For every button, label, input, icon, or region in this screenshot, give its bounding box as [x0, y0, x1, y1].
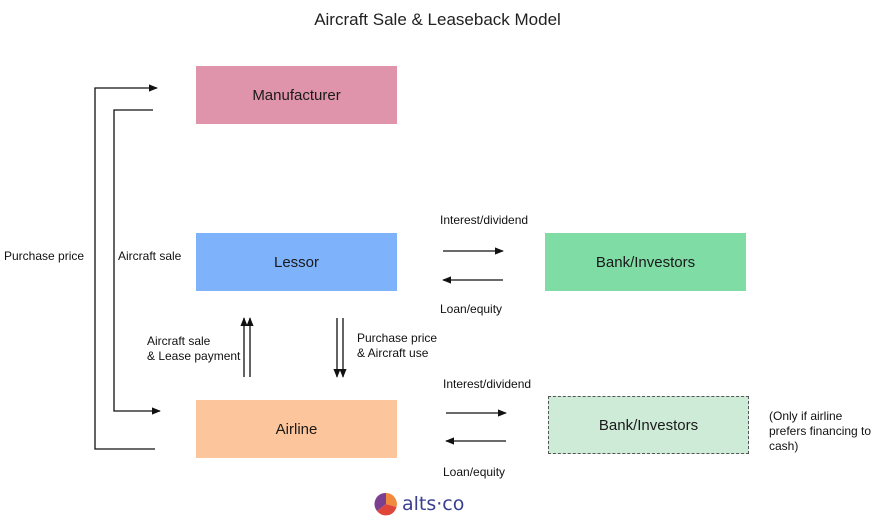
purchase-price-use-label: Purchase price & Aircraft use	[357, 331, 437, 361]
airline-label: Airline	[275, 420, 318, 438]
lessor-box: Lessor	[196, 233, 397, 291]
loan-equity-top-label: Loan/equity	[440, 302, 503, 316]
aircraft-sale-lease-line-1: Aircraft sale	[147, 334, 211, 348]
altsco-logo: alts·co	[374, 492, 464, 516]
altsco-logo-icon	[374, 492, 397, 516]
lessor-label: Lessor	[273, 253, 320, 271]
bank-investors-airline-box: Bank/Investors	[548, 396, 749, 454]
bank-investors-lessor-label: Bank/Investors	[595, 253, 696, 271]
interest-dividend-top-label: Interest/dividend	[440, 213, 529, 227]
bank-investors-airline-label: Bank/Investors	[598, 416, 699, 434]
airline-box: Airline	[196, 400, 397, 458]
purchase-price-use-line-2: & Aircraft use	[357, 346, 429, 360]
diagram-title: Aircraft Sale & Leaseback Model	[314, 10, 561, 29]
purchase-price-outer-label: Purchase price	[4, 249, 85, 263]
manufacturer-box: Manufacturer	[196, 66, 397, 124]
aircraft-sale-lease-label: Aircraft sale & Lease payment	[147, 334, 240, 364]
aircraft-sale-lease-line-2: & Lease payment	[147, 349, 241, 363]
purchase-price-outer-line	[94, 84, 158, 450]
aircraft-sale-inner-line	[113, 109, 161, 415]
purchase-price-use-line-1: Purchase price	[357, 331, 438, 345]
bank-investors-lessor-box: Bank/Investors	[545, 233, 746, 291]
altsco-logo-text: alts·co	[402, 493, 465, 515]
airline-financing-note: (Only if airline prefers financing to ca…	[769, 409, 872, 453]
manufacturer-label: Manufacturer	[252, 86, 341, 104]
aircraft-sale-inner-label: Aircraft sale	[118, 249, 182, 263]
interest-dividend-bottom-label: Interest/dividend	[443, 377, 532, 391]
loan-equity-bottom-label: Loan/equity	[443, 465, 506, 479]
